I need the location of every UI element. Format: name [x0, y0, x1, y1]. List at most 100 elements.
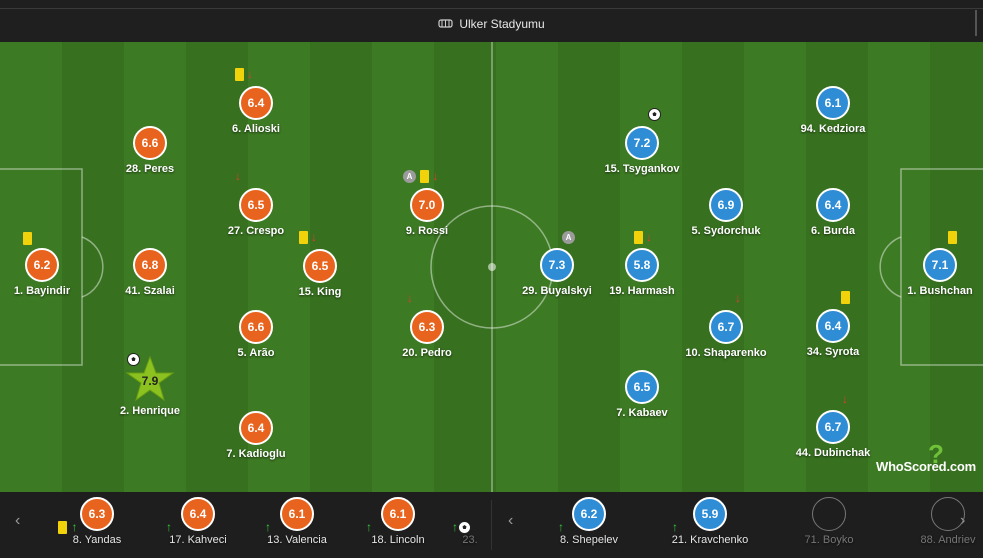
player-rating: 6.2	[25, 248, 59, 282]
player-events: ↑	[265, 521, 271, 535]
player-events: ↓	[404, 292, 413, 306]
player-rating: 6.4	[239, 86, 273, 120]
player-rating: 5.9	[693, 497, 727, 531]
substituted-on-icon: ↑	[558, 520, 564, 534]
substituted-on-icon: ↑	[265, 520, 271, 534]
player-name: 17. Kahveci	[169, 534, 227, 546]
substituted-off-icon: ↓	[247, 67, 253, 81]
player-name: 10. Shaparenko	[685, 347, 767, 359]
substituted-on-icon: ↑	[672, 520, 678, 534]
sub-away-2[interactable]: 5.9 21. Kravchenko	[655, 497, 765, 546]
player-name: 5. Arão	[237, 347, 275, 359]
player-rating: 7.1	[923, 248, 957, 282]
player-events	[127, 353, 140, 367]
player-away-3[interactable]: 5.8 19. Harmash	[587, 248, 697, 297]
player-name: 44. Dubinchak	[795, 447, 871, 459]
player-rating: 6.1	[280, 497, 314, 531]
player-home-5[interactable]: 6.4 6. Alioski	[201, 86, 311, 135]
sub-away-3[interactable]: 71. Boyko	[774, 497, 884, 546]
home-subs-prev-button[interactable]: ‹	[15, 512, 21, 529]
player-rating: 6.4	[816, 188, 850, 222]
player-name: 20. Pedro	[402, 347, 452, 359]
away-subs-prev-button[interactable]: ‹	[508, 512, 514, 529]
player-name: 2. Henrique	[120, 405, 180, 417]
sub-home-3[interactable]: 6.1 13. Valencia	[242, 497, 352, 546]
player-rating: 5.8	[625, 248, 659, 282]
player-name: 13. Valencia	[267, 534, 327, 546]
player-away-6[interactable]: 6.7 10. Shaparenko	[671, 310, 781, 359]
player-events: ↑	[366, 521, 372, 535]
player-rating: 7.0	[410, 188, 444, 222]
player-away-5[interactable]: 6.9 5. Sydorchuk	[671, 188, 781, 237]
yellow-card-icon	[23, 232, 32, 245]
player-name: 6. Alioski	[232, 123, 280, 135]
player-rating: 6.8	[133, 248, 167, 282]
player-rating: 6.3	[80, 497, 114, 531]
player-home-8[interactable]: 6.4 7. Kadioglu	[201, 411, 311, 460]
player-home-10[interactable]: 7.0 9. Rossi	[372, 188, 482, 237]
whoscored-watermark: ? WhoScored.com	[876, 439, 976, 474]
player-rating: 7.9	[141, 374, 159, 388]
player-name: 9. Rossi	[405, 225, 449, 237]
sub-home-1[interactable]: 6.3 8. Yandas	[42, 497, 152, 546]
sub-away-4[interactable]: 88. Andriev	[893, 497, 983, 546]
bench-divider	[491, 500, 492, 550]
player-events: ↑	[452, 521, 471, 535]
player-away-8[interactable]: 6.4 6. Burda	[778, 188, 888, 237]
unused-sub-circle	[812, 497, 846, 531]
player-away-7[interactable]: 6.1 94. Kedziora	[778, 86, 888, 135]
player-name: 71. Boyko	[804, 534, 854, 546]
player-rating: 7.2	[625, 126, 659, 160]
player-name: 29. Buyalskyi	[522, 285, 592, 297]
player-away-2[interactable]: 7.2 15. Tsygankov	[587, 126, 697, 175]
player-rating: 6.6	[133, 126, 167, 160]
player-name: 23.	[462, 534, 478, 546]
substituted-on-icon: ↑	[452, 520, 458, 534]
whoscored-logo-icon: ?	[928, 439, 944, 469]
player-events: ↓	[732, 292, 741, 306]
player-away-11[interactable]: 7.1 1. Bushchan	[885, 248, 983, 297]
player-name: 15. King	[298, 286, 342, 298]
player-name: 34. Syrota	[806, 346, 860, 358]
player-home-3[interactable]: 6.8 41. Szalai	[95, 248, 205, 297]
player-home-4[interactable]: 7.9 2. Henrique	[95, 355, 205, 417]
player-name: 7. Kabaev	[616, 407, 668, 419]
venue-title: Ulker Stadyumu	[0, 17, 983, 32]
stadium-icon	[438, 18, 453, 32]
player-away-10[interactable]: 6.7 44. Dubinchak	[778, 410, 888, 459]
sub-away-1[interactable]: 6.2 8. Shepelev	[534, 497, 644, 546]
player-home-7[interactable]: 6.6 5. Arão	[201, 310, 311, 359]
player-home-6[interactable]: 6.5 27. Crespo	[201, 188, 311, 237]
player-rating: 6.4	[816, 309, 850, 343]
substituted-off-icon: ↓	[646, 230, 652, 244]
player-home-1[interactable]: 6.2 1. Bayindir	[0, 248, 97, 297]
sub-home-2[interactable]: 6.4 17. Kahveci	[143, 497, 253, 546]
player-name: 6. Burda	[810, 225, 855, 237]
watermark-brand: WhoScored	[876, 459, 947, 474]
player-away-1[interactable]: 7.3 29. Buyalskyi	[502, 248, 612, 297]
player-events	[841, 291, 850, 305]
substituted-off-icon: ↓	[735, 291, 741, 305]
player-rating: 6.7	[709, 310, 743, 344]
player-name: 27. Crespo	[227, 225, 285, 237]
player-away-4[interactable]: 6.5 7. Kabaev	[587, 370, 697, 419]
player-name: 1. Bushchan	[907, 285, 973, 297]
sub-home-4[interactable]: 6.1 18. Lincoln	[343, 497, 453, 546]
captain-badge-icon: A	[562, 231, 575, 244]
yellow-card-icon	[420, 170, 430, 183]
player-name: 28. Peres	[125, 163, 175, 175]
sub-home-5[interactable]: 23.	[458, 497, 482, 546]
goal-ball-icon	[648, 108, 661, 121]
match-header: Ulker Stadyumu	[0, 0, 983, 43]
goal-ball-icon	[127, 353, 140, 366]
player-name: 41. Szalai	[125, 285, 175, 297]
player-events: ↓	[235, 68, 253, 82]
player-away-9[interactable]: 6.4 34. Syrota	[778, 309, 888, 358]
player-home-2[interactable]: 6.6 28. Peres	[95, 126, 205, 175]
man-of-the-match-star-icon: 7.9	[124, 355, 176, 402]
player-name: 15. Tsygankov	[604, 163, 680, 175]
player-events: ↑	[166, 521, 172, 535]
player-home-9[interactable]: 6.5 15. King	[265, 249, 375, 298]
header-divider	[0, 8, 983, 9]
player-home-11[interactable]: 6.3 20. Pedro	[372, 310, 482, 359]
